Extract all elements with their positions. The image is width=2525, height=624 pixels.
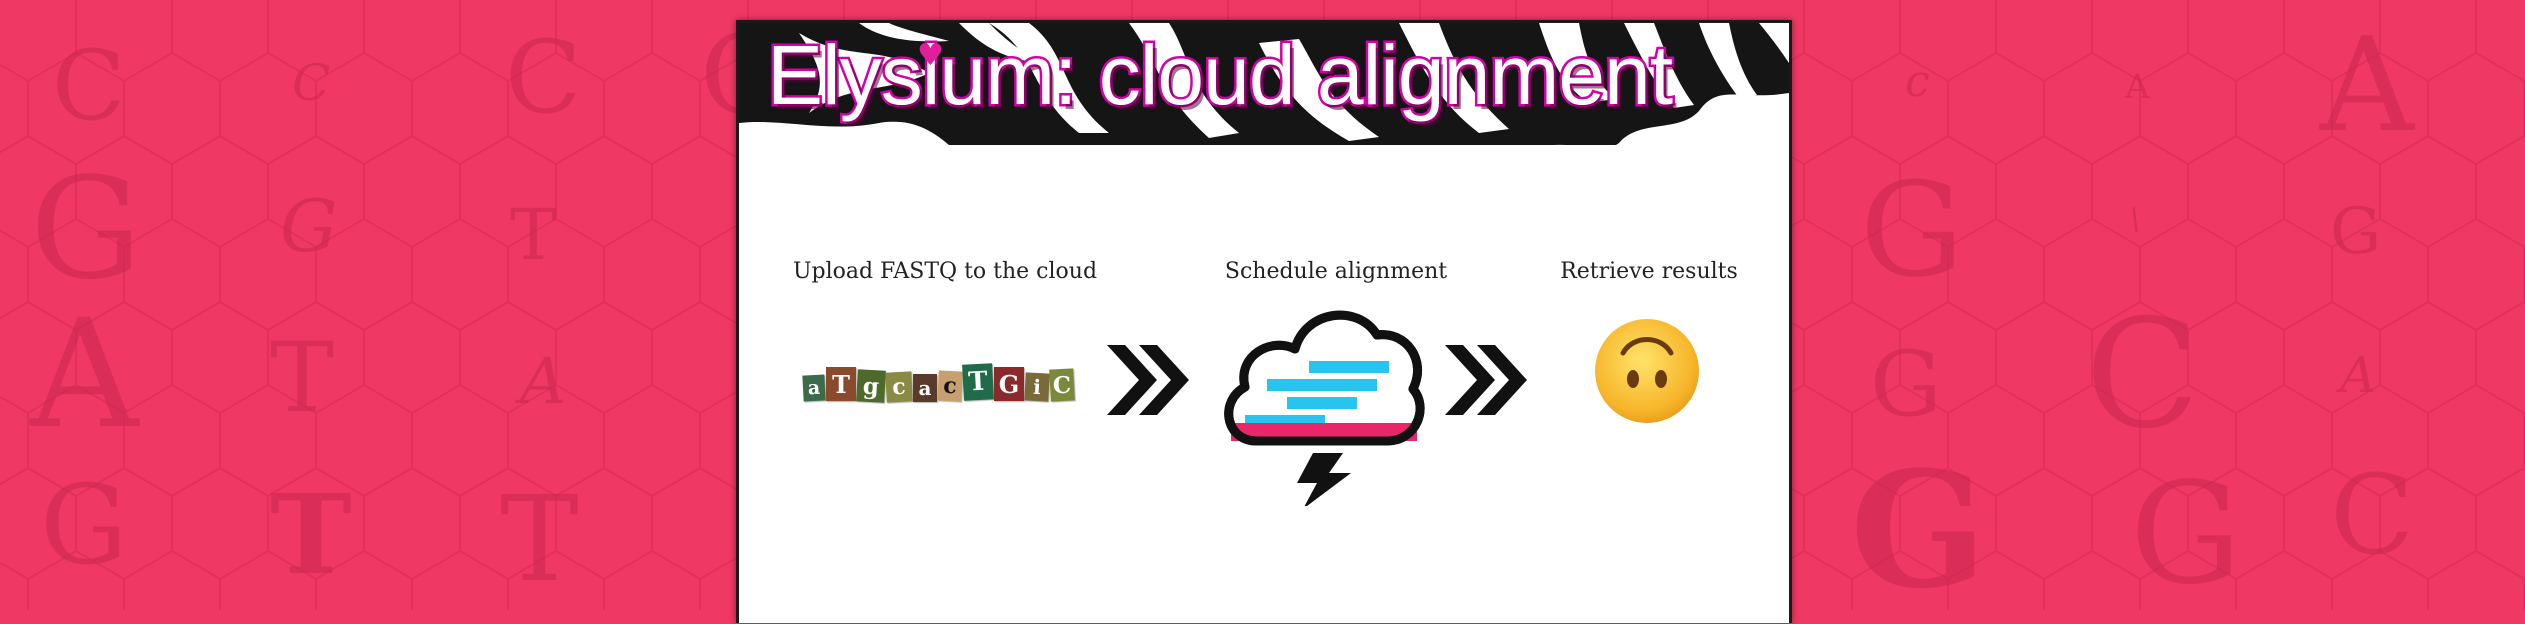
dna-letter-tile: c: [937, 370, 963, 402]
zebra-stripes: [739, 23, 1789, 145]
step-label-schedule: Schedule alignment: [1224, 259, 1448, 284]
main-panel: Elysium: cloud alignment ♥ Upload FASTQ …: [736, 20, 1792, 623]
app-title: Elysium: cloud alignment: [764, 26, 1675, 124]
background-letter: A: [2340, 346, 2377, 404]
dna-letter-tile: i: [1024, 372, 1050, 402]
background-letter: C: [2330, 451, 2415, 579]
background-letter: G: [280, 184, 338, 268]
background-letter: C: [2085, 288, 2200, 462]
background-letter: G: [1860, 154, 1964, 306]
heart-icon: ♥: [917, 38, 944, 73]
background-letter: T: [270, 322, 335, 434]
storm-cloud-icon: [1224, 310, 1425, 506]
dna-letter-tile: T: [962, 363, 994, 401]
background-letter: \: [2130, 202, 2141, 237]
background-letter: G: [1850, 436, 1987, 624]
background-letter: T: [500, 470, 579, 608]
background-letter: G: [2330, 195, 2382, 269]
dna-letter-tile: c: [885, 371, 913, 403]
header-banner: Elysium: cloud alignment ♥: [739, 23, 1789, 145]
background-letter: C: [52, 30, 126, 142]
background-letter: G: [40, 461, 128, 589]
background-letter: c: [1905, 56, 1930, 107]
dna-letter-tile: g: [856, 369, 886, 403]
background-letter: C: [292, 54, 331, 112]
double-chevron-right-icon: [1107, 345, 1189, 415]
background-letter: A: [2320, 9, 2414, 161]
background-letter: T: [270, 470, 352, 599]
dna-letter-tile: a: [913, 374, 937, 402]
background-letter: G: [30, 148, 142, 311]
background-letter: A: [30, 288, 139, 462]
upside-down-face-icon: [1595, 319, 1699, 423]
background-letter: G: [2130, 453, 2242, 616]
step-label-retrieve: Retrieve results: [1560, 259, 1738, 284]
background-letter: A: [520, 345, 567, 419]
dna-letter-tile: C: [1049, 368, 1075, 402]
background-letter: C: [505, 19, 582, 136]
background-letter: A: [2125, 67, 2150, 107]
step-label-upload: Upload FASTQ to the cloud: [792, 259, 1098, 284]
background-letter: G: [1870, 332, 1942, 437]
background-letter: T: [510, 194, 557, 276]
dna-letter-tile: a: [802, 374, 826, 402]
double-chevron-right-icon: [1445, 345, 1527, 415]
dna-letter-tile: T: [826, 367, 856, 401]
dna-letter-tile: G: [994, 367, 1024, 401]
